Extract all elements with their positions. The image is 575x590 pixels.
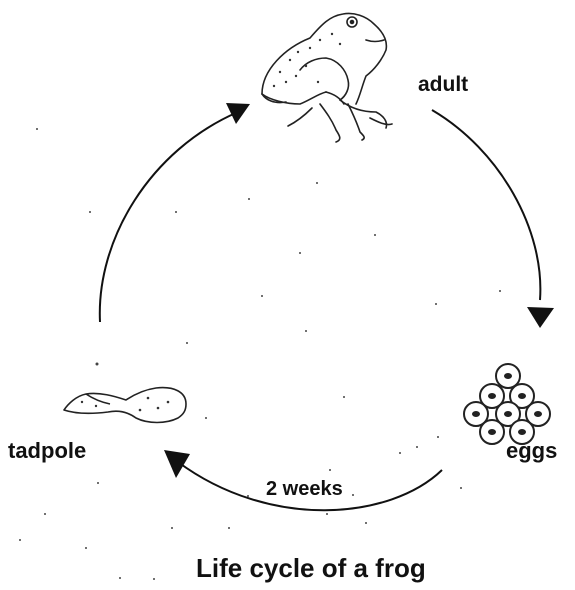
arrowhead-to-tadpole bbox=[164, 450, 190, 478]
stage-label-tadpole: tadpole bbox=[8, 440, 86, 462]
arrowhead-to-adult bbox=[226, 103, 250, 124]
duration-label: 2 weeks bbox=[266, 479, 343, 499]
frog-icon bbox=[262, 13, 392, 142]
stage-label-eggs: eggs bbox=[506, 440, 557, 462]
cycle-arrows bbox=[100, 110, 541, 510]
diagram-title: Life cycle of a frog bbox=[196, 555, 426, 581]
arrowhead-to-eggs bbox=[527, 307, 554, 328]
background-speckles bbox=[19, 128, 501, 580]
arrow-tadpole-to-adult bbox=[100, 112, 238, 322]
arrow-adult-to-eggs bbox=[432, 110, 540, 300]
stage-label-adult: adult bbox=[418, 74, 468, 95]
tadpole-icon bbox=[64, 388, 186, 423]
